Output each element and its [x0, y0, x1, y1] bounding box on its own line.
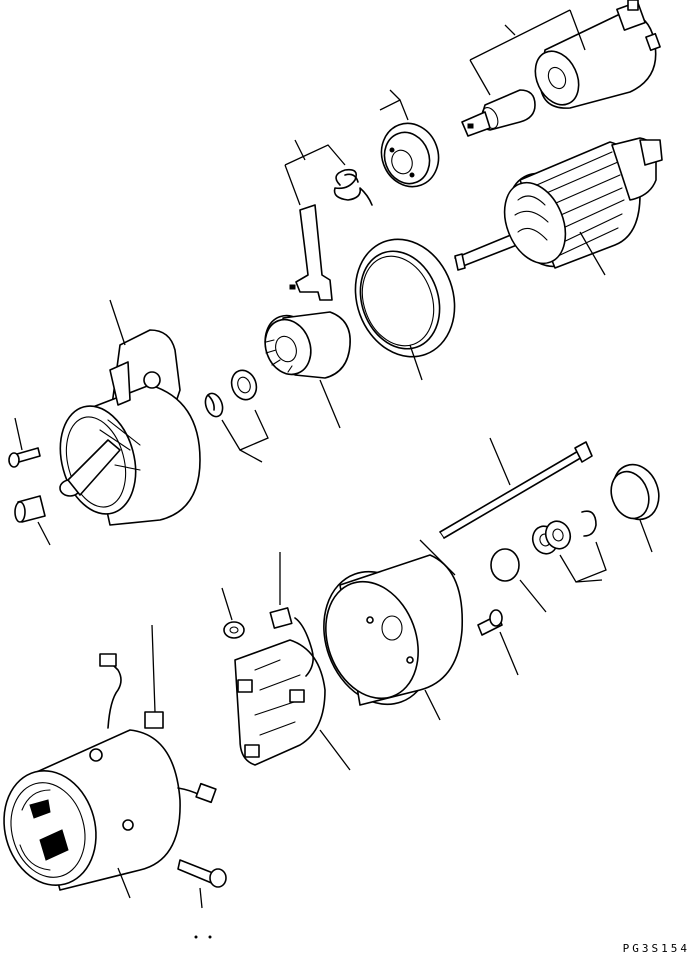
pinion-clutch [264, 311, 351, 379]
leader-yoke [117, 624, 156, 899]
screw-small [477, 609, 503, 636]
brush-holder [234, 607, 326, 766]
leader-cap [639, 519, 653, 553]
drive-housing [59, 329, 201, 526]
yoke-assembly [3, 653, 217, 891]
end-cap [610, 463, 660, 521]
leader-ring [221, 409, 269, 463]
through-bolt-long [439, 441, 593, 539]
torsion-spring [333, 168, 373, 206]
mark-dot [208, 935, 212, 939]
stop-ring [204, 369, 258, 418]
leader-washers [519, 541, 607, 613]
rear-cover [323, 554, 464, 706]
drive-lever [289, 204, 333, 301]
leader-screw [499, 631, 519, 676]
leader-screw-bottom [199, 887, 203, 909]
leader-pinion [319, 379, 341, 429]
bushing [14, 495, 46, 523]
leader-bolt-left [14, 417, 23, 451]
screw-bottom [177, 859, 227, 888]
washer-set [490, 510, 597, 582]
leader-solenoid [469, 9, 586, 96]
leader-housing [109, 299, 126, 346]
armature [454, 137, 663, 271]
plunger [461, 89, 536, 137]
leader-armature [579, 231, 606, 276]
spring-holder [380, 122, 440, 188]
drawing-code: PG3S154 [622, 942, 690, 955]
leader-brush-holder [279, 552, 351, 771]
mark-dot [194, 935, 198, 939]
solenoid-switch [534, 0, 661, 109]
leader-holder [379, 89, 409, 121]
leader-lever [284, 139, 346, 206]
leader-seal [409, 344, 423, 381]
yoke-seal-ring [354, 238, 456, 358]
nut [223, 621, 245, 639]
leader-cover [424, 689, 441, 721]
leader-nut [221, 587, 233, 621]
through-bolt-short [8, 447, 41, 468]
leader-bushing [37, 521, 51, 546]
